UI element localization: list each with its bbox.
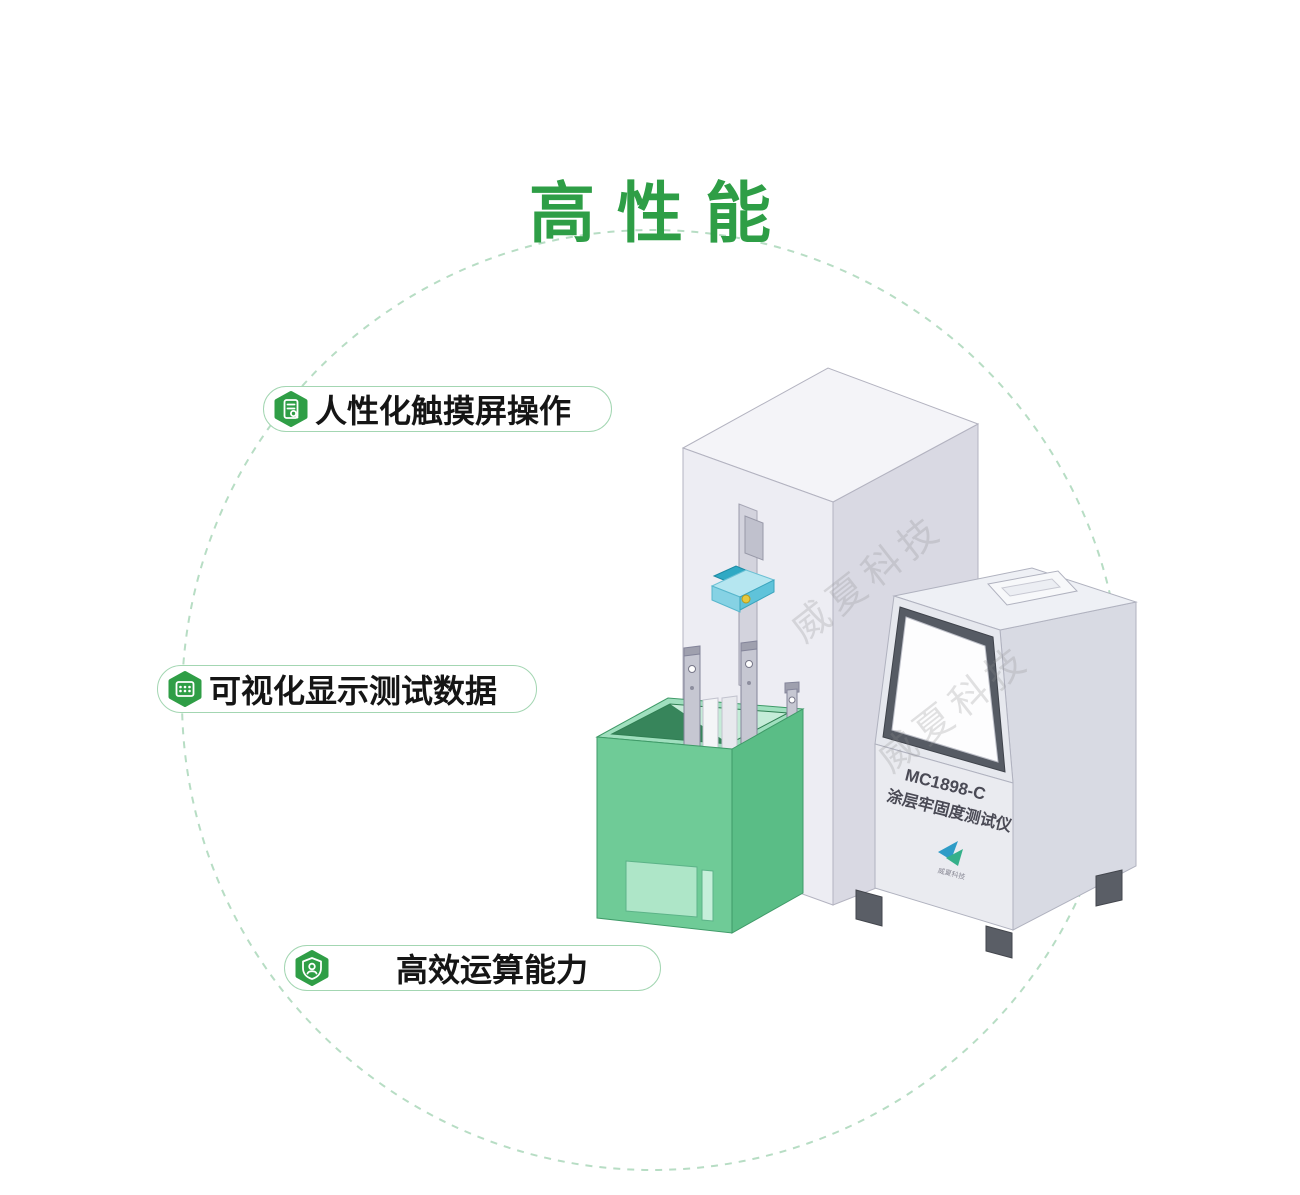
document-check-icon [274, 391, 308, 427]
device-feet [855, 869, 1123, 959]
feature-label: 可视化显示测试数据 [209, 673, 498, 709]
feature-label: 高效运算能力 [395, 952, 588, 988]
clamp-arms [683, 640, 800, 765]
fixture-knob [741, 594, 751, 604]
page-title: 高性能 [529, 176, 793, 250]
feature-pill-visual-data: 可视化显示测试数据 [157, 665, 537, 713]
feature-pill-touchscreen: 人性化触摸屏操作 [263, 386, 612, 432]
water-tank [595, 640, 805, 934]
feature-label: 人性化触摸屏操作 [315, 393, 572, 429]
console-screen[interactable] [882, 606, 1006, 773]
feature-pill-computing: 高效运算能力 [284, 945, 661, 991]
console: MC1898-C 涂层牢固度测试仪 威夏科技 [855, 567, 1138, 959]
tank-panel [625, 860, 698, 918]
clamp-fixture [710, 565, 776, 613]
shield-user-icon [295, 950, 329, 986]
printer-slot [987, 570, 1078, 606]
data-display-icon [168, 671, 202, 707]
